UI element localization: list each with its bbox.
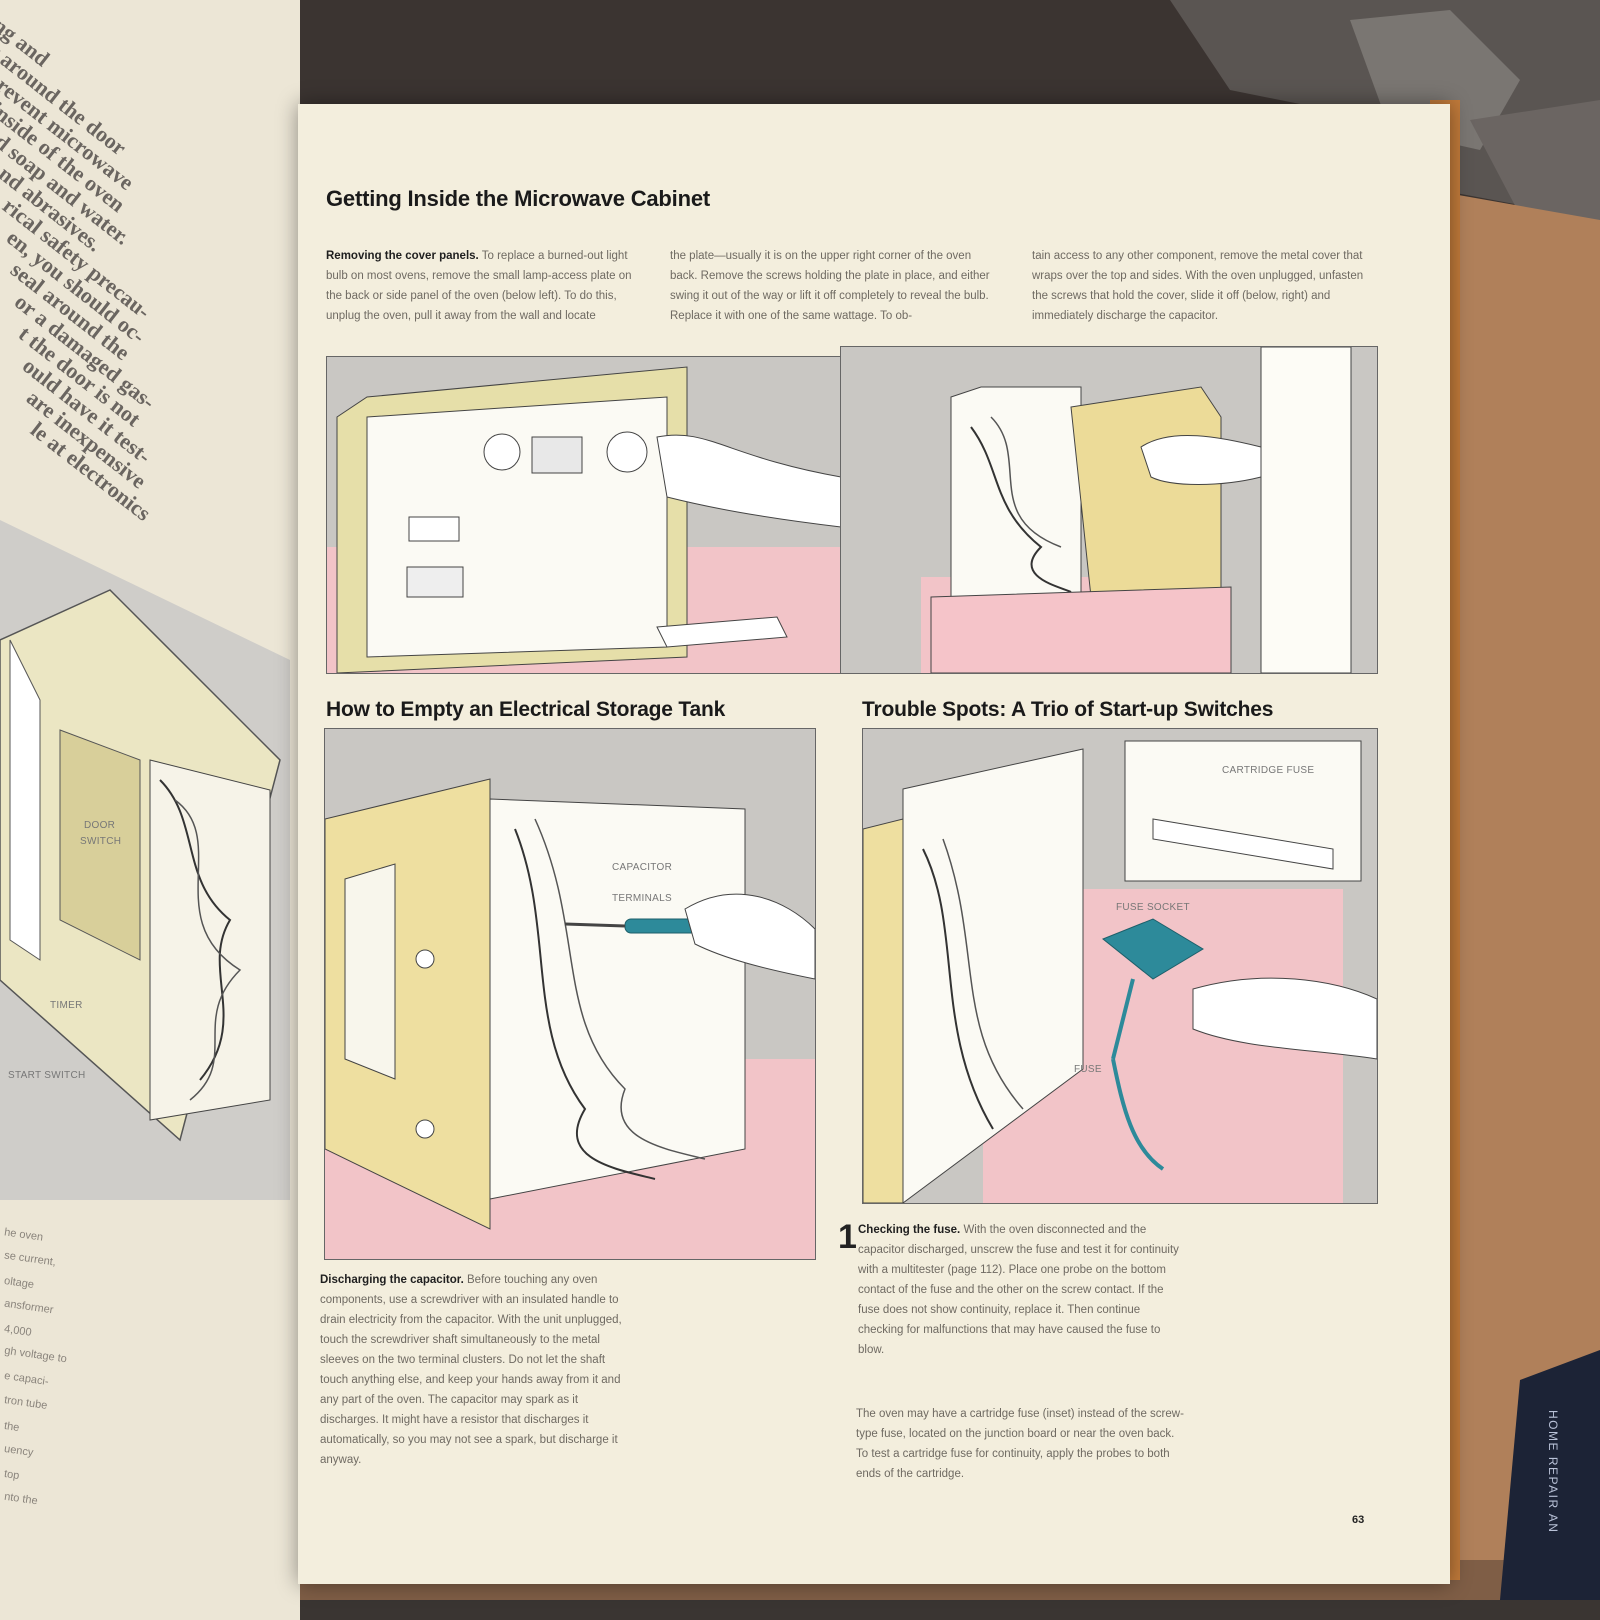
cover-col-2: the plate—usually it is on the upper rig… — [670, 250, 990, 322]
label-terminals: TERMINALS — [612, 893, 672, 904]
switches-title: Trouble Spots: A Trio of Start-up Switch… — [862, 698, 1274, 721]
cover-col-1: Removing the cover panels. To replace a … — [326, 246, 636, 326]
left-bottom-line: top — [3, 1467, 21, 1483]
capacitor-heading: Discharging the capacitor. — [320, 1274, 464, 1286]
page-number: 63 — [1352, 1514, 1365, 1526]
label-start-switch: START SWITCH — [8, 1070, 86, 1081]
label-timer: TIMER — [50, 1000, 83, 1011]
illustration-lamp-plate — [326, 356, 842, 674]
capacitor-body: Before touching any oven components, use… — [320, 1274, 622, 1466]
left-bottom-line: oltage — [3, 1274, 35, 1292]
step-number: 1 — [838, 1218, 857, 1256]
label-cartridge-fuse: CARTRIDGE FUSE — [1222, 765, 1315, 776]
tank-title: How to Empty an Electrical Storage Tank — [326, 698, 726, 721]
label-switch: SWITCH — [80, 836, 122, 847]
fuse-text-1: Checking the fuse. With the oven disconn… — [858, 1220, 1188, 1360]
cover-text-1: To replace a burned-out light bulb on mo… — [326, 250, 632, 322]
spine-title: HOME REPAIR AN — [1546, 1410, 1560, 1534]
label-fuse: FUSE — [1074, 1064, 1102, 1075]
capacitor-text: Discharging the capacitor. Before touchi… — [320, 1270, 630, 1470]
left-bottom-line: uency — [3, 1443, 35, 1459]
fuse-heading: Checking the fuse. — [858, 1224, 961, 1236]
fuse-body-1: With the oven disconnected and the capac… — [858, 1224, 1179, 1356]
left-bottom-line: the — [3, 1419, 21, 1435]
label-door: DOOR — [84, 820, 116, 831]
cover-heading: Removing the cover panels. — [326, 250, 479, 262]
illustration-fuse-test — [862, 728, 1378, 1204]
label-fuse-socket: FUSE SOCKET — [1116, 902, 1190, 913]
left-bottom-line: 4,000 — [3, 1323, 33, 1339]
fuse-text-2: The oven may have a cartridge fuse (inse… — [856, 1408, 1184, 1480]
label-capacitor: CAPACITOR — [612, 862, 673, 873]
left-illustration — [0, 520, 290, 1200]
main-title: Getting Inside the Microwave Cabinet — [326, 186, 710, 211]
cover-col-3: tain access to any other component, remo… — [1032, 250, 1364, 322]
illustration-cover-removal — [840, 346, 1378, 674]
illustration-capacitor — [324, 728, 816, 1260]
